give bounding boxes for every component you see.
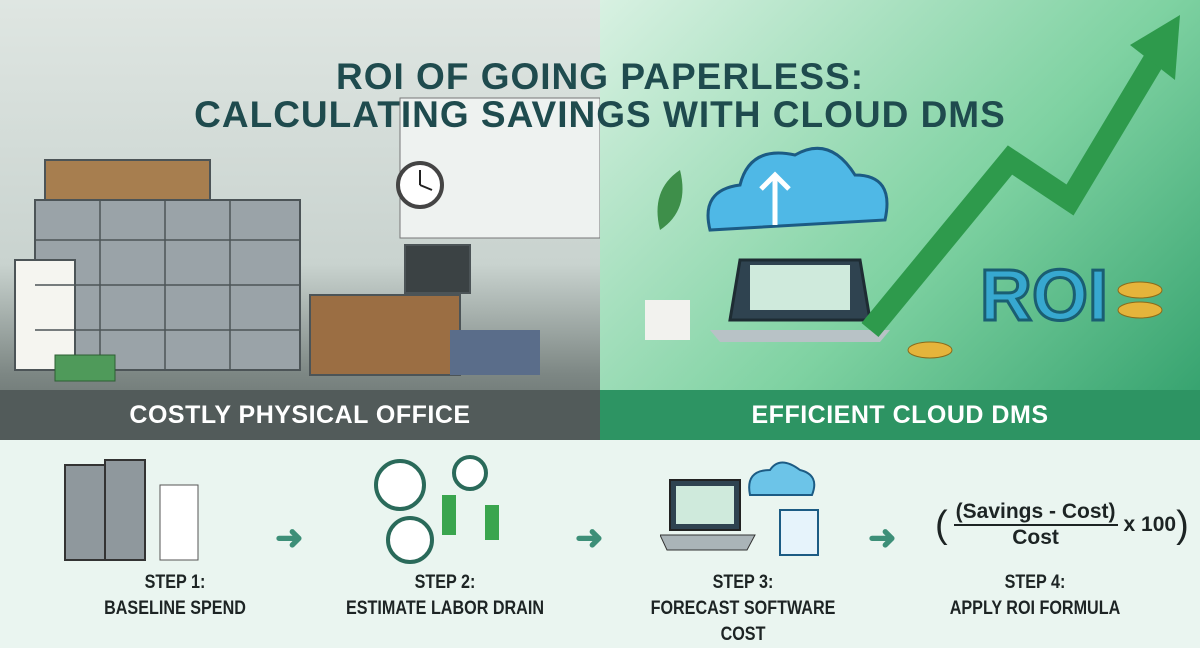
open-paren: ( — [935, 503, 948, 546]
step-number: STEP 1: — [144, 572, 206, 593]
formula-multiplier: x 100 — [1123, 513, 1177, 536]
step-number: STEP 4: — [1004, 572, 1066, 593]
step-label: FORECAST SOFTWARE COST — [650, 598, 836, 645]
step-label: ESTIMATE LABOR DRAIN — [346, 598, 544, 619]
step-4: STEP 4: APPLY ROI FORMULA — [925, 570, 1146, 622]
filing-cabinet-icon — [64, 459, 199, 561]
step-1: STEP 1: BASELINE SPEND — [65, 570, 286, 622]
cloud-roi-illustration: ROI — [645, 15, 1180, 359]
right-panel-label: EFFICIENT CLOUD DMS — [600, 390, 1200, 440]
step-label: BASELINE SPEND — [104, 598, 246, 619]
roi-formula: ( (Savings - Cost) Cost x 100 ) — [935, 500, 1189, 550]
step-number: STEP 2: — [414, 572, 476, 593]
formula-numerator: (Savings - Cost) — [953, 500, 1118, 526]
arrow-right-icon: ➜ — [575, 519, 604, 557]
step-2: STEP 2: ESTIMATE LABOR DRAIN — [335, 570, 556, 622]
laptop-cloud-icon — [660, 461, 819, 556]
close-paren: ) — [1176, 503, 1189, 546]
hero: ROI ROI OF GOING PAPERLESS: CALCULATING … — [0, 0, 1200, 440]
clock-workers-icon — [374, 455, 499, 564]
step-number: STEP 3: — [712, 572, 774, 593]
left-panel-label: COSTLY PHYSICAL OFFICE — [0, 390, 600, 440]
cluttered-office-illustration — [14, 97, 600, 382]
arrow-right-icon: ➜ — [868, 519, 897, 557]
page-title: ROI OF GOING PAPERLESS: CALCULATING SAVI… — [0, 58, 1200, 134]
arrow-right-icon: ➜ — [275, 519, 304, 557]
cloud-dms-panel: ROI — [600, 0, 1200, 440]
formula-denominator: Cost — [1012, 526, 1059, 549]
step-label: APPLY ROI FORMULA — [949, 598, 1121, 619]
title-line-2: CALCULATING SAVINGS WITH CLOUD DMS — [194, 94, 1006, 135]
title-line-1: ROI OF GOING PAPERLESS: — [335, 56, 865, 97]
physical-office-panel — [0, 0, 600, 440]
step-3: STEP 3: FORECAST SOFTWARE COST — [633, 570, 854, 648]
formula-fraction: (Savings - Cost) Cost — [953, 500, 1118, 550]
roi-sign: ROI — [980, 256, 1108, 336]
